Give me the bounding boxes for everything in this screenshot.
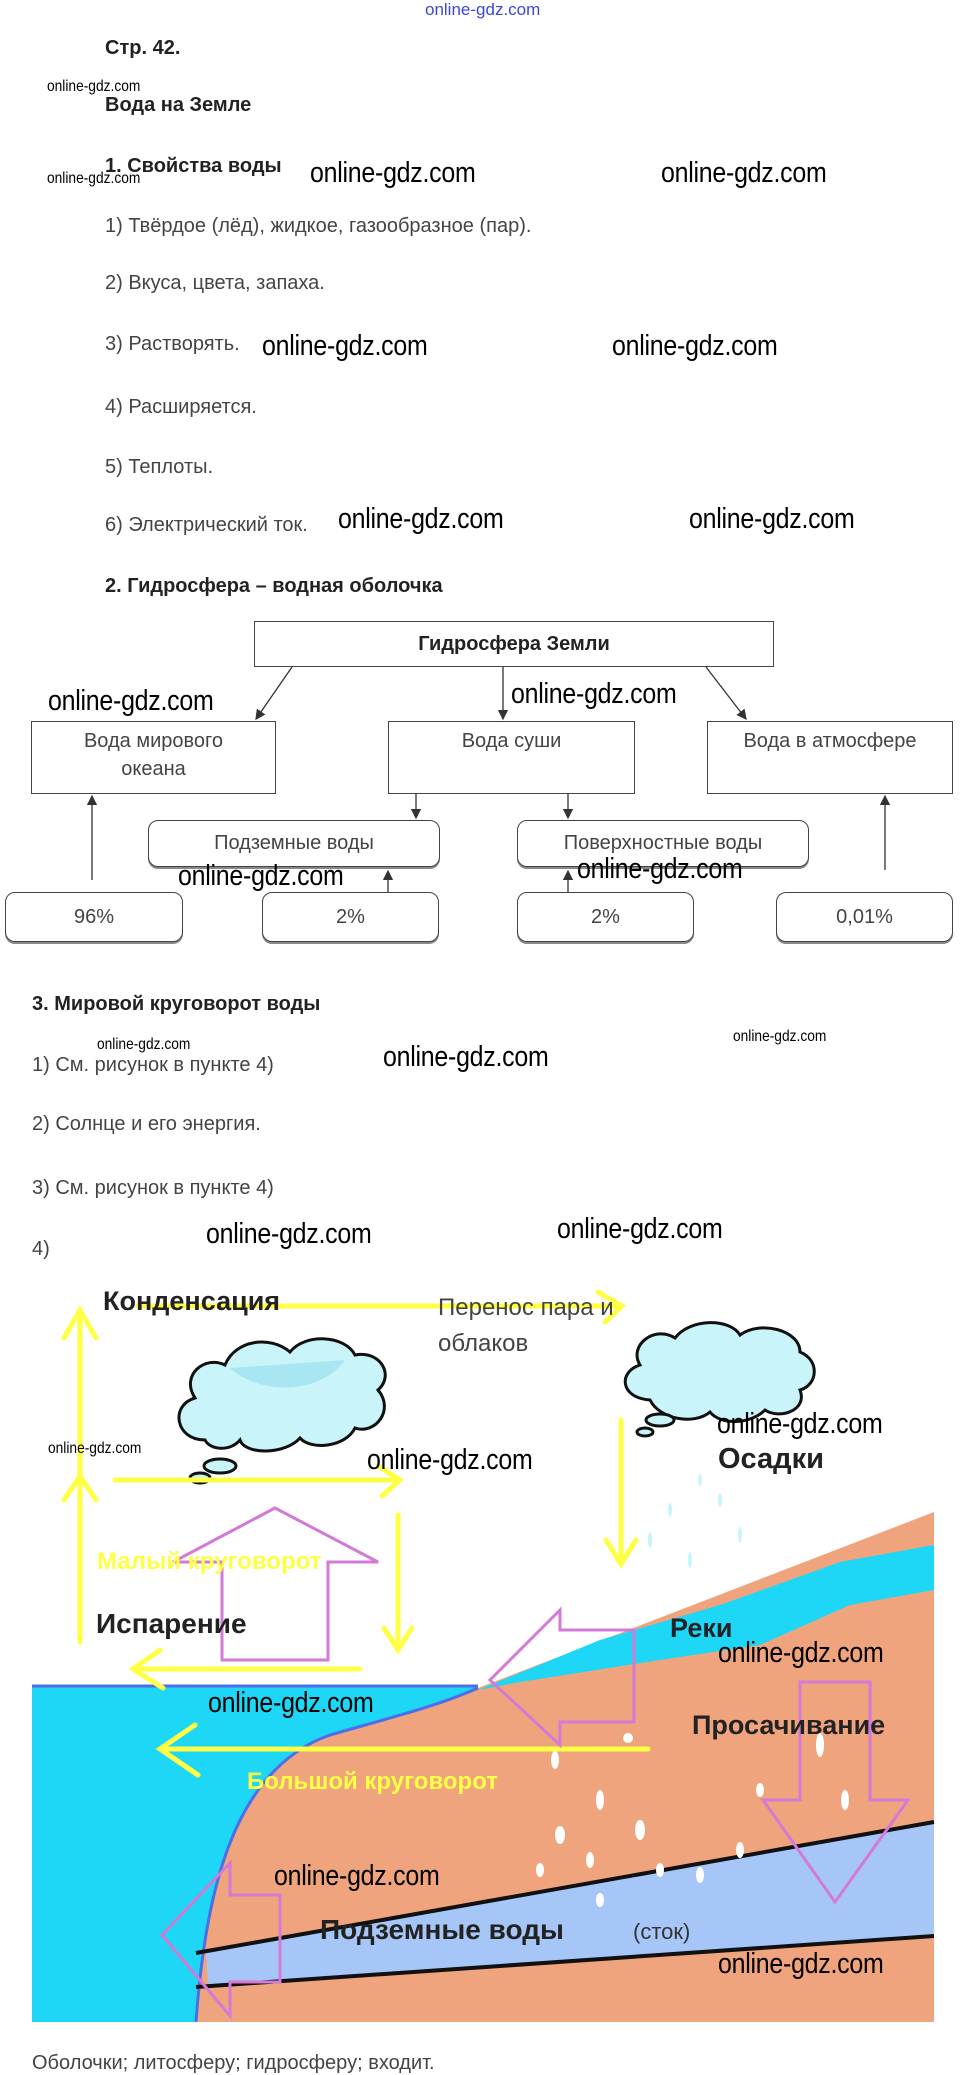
watermark: online-gdz.com: [718, 1948, 884, 1980]
river: [478, 1545, 934, 1690]
watermark: online-gdz.com: [262, 330, 428, 362]
runoff-arrow: [487, 1606, 636, 1749]
property-item: 5) Теплоты.: [105, 456, 214, 478]
watermark-top[interactable]: online-gdz.com: [425, 0, 541, 19]
label-transfer-2: облаков: [438, 1330, 529, 1357]
diagram-connectors: [86, 666, 891, 892]
label-condensation: Конденсация: [103, 1286, 281, 1316]
yellow-cycle-arrows: [61, 1289, 651, 1778]
label-runoff: (сток): [633, 1919, 691, 1944]
watermark: online-gdz.com: [47, 170, 141, 187]
percent-box: 2%: [517, 892, 694, 942]
seepage-arrow: [760, 1680, 911, 1905]
watermark: online-gdz.com: [689, 503, 855, 535]
label-precipitation: Осадки: [718, 1443, 824, 1475]
watermark: online-gdz.com: [577, 853, 743, 885]
label-small-cycle: Малый круговорот: [97, 1548, 322, 1575]
percent-box: 0,01%: [776, 892, 953, 942]
section3-heading: 3. Мировой круговорот воды: [32, 993, 321, 1015]
label-rivers: Реки: [670, 1613, 733, 1643]
watermark: online-gdz.com: [47, 78, 141, 95]
rain-drops: [648, 1474, 742, 1568]
cycle-item: 4): [32, 1238, 50, 1260]
cycle-item: 1) См. рисунок в пункте 4): [32, 1054, 274, 1076]
property-item: 4) Расширяется.: [105, 396, 257, 418]
watermark: online-gdz.com: [48, 1440, 142, 1457]
evaporation-arrow: [172, 1506, 379, 1662]
property-item: 1) Твёрдое (лёд), жидкое, газообразное (…: [105, 215, 532, 237]
watermark: online-gdz.com: [208, 1687, 374, 1719]
watermark: online-gdz.com: [718, 1637, 884, 1669]
groundwater-arrow: [159, 1859, 282, 2021]
seepage-drops: [536, 1733, 849, 1907]
watermark: online-gdz.com: [733, 1028, 827, 1045]
watermark: online-gdz.com: [367, 1444, 533, 1476]
section1-heading: 1. Свойства воды: [105, 155, 282, 177]
watermark: online-gdz.com: [48, 685, 214, 717]
property-item: 2) Вкуса, цвета, запаха.: [105, 272, 325, 294]
watermark: online-gdz.com: [511, 678, 677, 710]
sub-box-surface: Поверхностные воды: [517, 820, 809, 867]
watermark: online-gdz.com: [274, 1860, 440, 1892]
watermark: online-gdz.com: [338, 503, 504, 535]
diagram-root-box: Гидросфера Земли: [254, 621, 774, 667]
cloud-icon-left: [177, 1337, 387, 1485]
label-seepage: Просачивание: [692, 1710, 886, 1740]
page-title: Вода на Земле: [105, 94, 252, 116]
property-item: 3) Растворять.: [105, 333, 240, 355]
cycle-item: 2) Солнце и его энергия.: [32, 1113, 261, 1135]
branch-box-land: Вода суши: [388, 721, 635, 794]
watermark: online-gdz.com: [178, 860, 344, 892]
purple-flow-arrows: [159, 1506, 911, 2021]
watermark: online-gdz.com: [661, 157, 827, 189]
watermark: online-gdz.com: [612, 330, 778, 362]
watermark: online-gdz.com: [97, 1036, 191, 1053]
watermark: online-gdz.com: [717, 1408, 883, 1440]
page-ref: Стр. 42.: [105, 37, 181, 59]
property-item: 6) Электрический ток.: [105, 514, 308, 536]
branch-box-ocean: Вода мирового океана: [31, 721, 276, 794]
cycle-item: 3) См. рисунок в пункте 4): [32, 1177, 274, 1199]
watermark: online-gdz.com: [383, 1041, 549, 1073]
label-big-cycle: Большой круговорот: [247, 1768, 499, 1795]
cloud-icon-right: [623, 1321, 816, 1438]
branch-box-atmosphere: Вода в атмосфере: [707, 721, 953, 794]
groundwater-layer: [206, 1822, 934, 1985]
section2-heading: 2. Гидросфера – водная оболочка: [105, 575, 443, 597]
footer-answer: Оболочки; литосферу; гидросферу; входит.: [32, 2052, 435, 2074]
watermark: online-gdz.com: [557, 1213, 723, 1245]
label-groundwater: Подземные воды: [320, 1914, 564, 1945]
label-transfer: Перенос пара и: [438, 1294, 614, 1321]
watermark: online-gdz.com: [310, 157, 476, 189]
percent-box: 96%: [5, 892, 183, 942]
percent-box: 2%: [262, 892, 439, 942]
label-evaporation: Испарение: [96, 1608, 247, 1639]
sub-box-groundwater: Подземные воды: [148, 820, 440, 867]
watermark: online-gdz.com: [206, 1218, 372, 1250]
